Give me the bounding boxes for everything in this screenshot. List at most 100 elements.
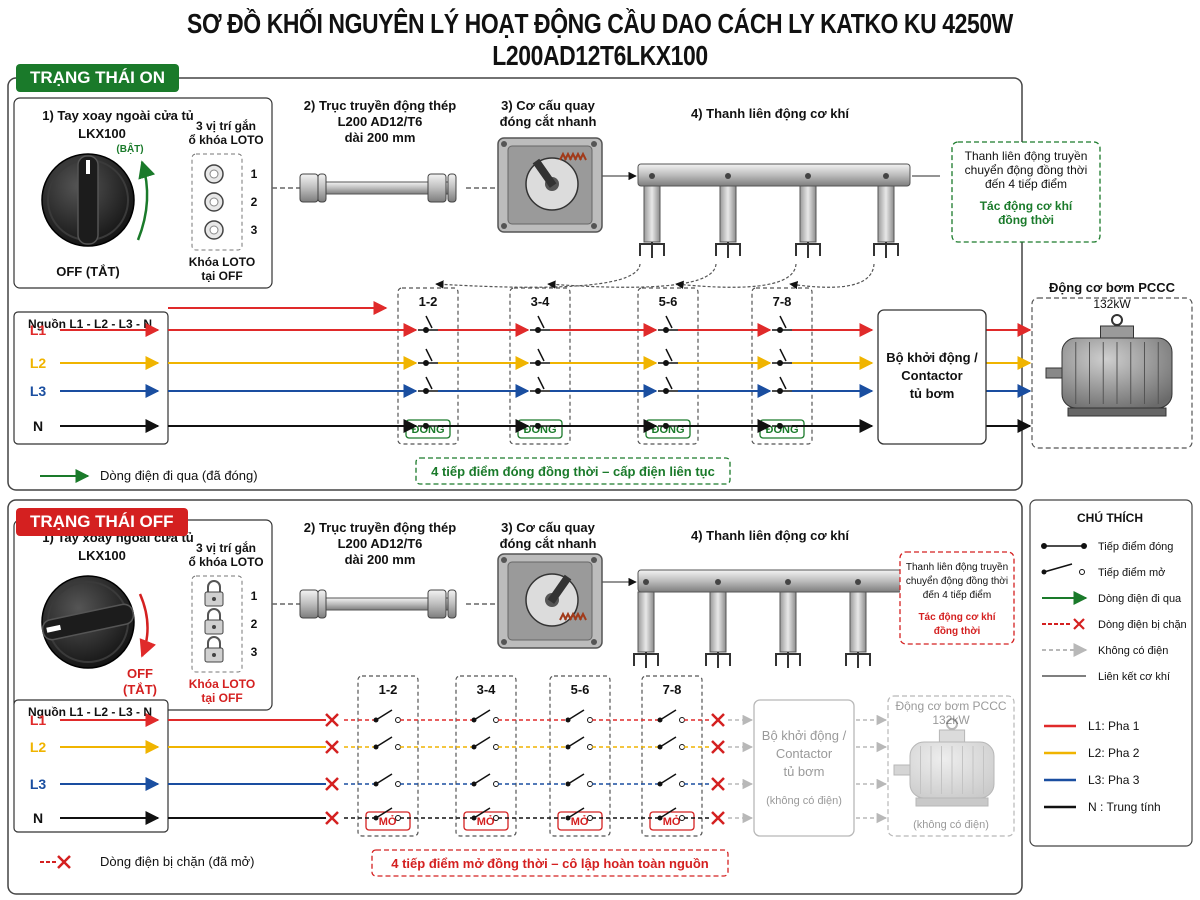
contact-label: 1-2 xyxy=(379,682,398,697)
on-panel-frame xyxy=(7,77,1023,491)
loto-box xyxy=(191,153,243,251)
starter-label-3: tủ bơm xyxy=(910,386,955,401)
padlock-keyhole xyxy=(212,653,216,657)
contact-dot-open xyxy=(493,815,499,821)
shaft-coupling-icon xyxy=(447,173,457,203)
contact-blade xyxy=(425,315,433,329)
screw-icon xyxy=(501,141,507,147)
motor-eyebolt xyxy=(946,718,958,730)
interlock-arm-icon xyxy=(877,185,895,243)
off-position-label: OFF (TẮT) xyxy=(56,264,120,279)
padlock-shackle xyxy=(207,636,221,648)
contact-dot xyxy=(777,360,783,366)
contact-frame-5-6 xyxy=(549,675,611,837)
loto-box xyxy=(191,575,243,673)
shaft-title: 2) Trục truyền động thép xyxy=(304,520,456,535)
motor-terminal-box xyxy=(1100,325,1134,339)
mech-link-arrow xyxy=(547,263,717,289)
loto-note: Khóa LOTO xyxy=(189,677,255,691)
phase-legend-label: N : Trung tính xyxy=(1088,800,1161,814)
contact-dot xyxy=(423,360,429,366)
interlock-arm-icon xyxy=(709,591,727,653)
contact-state-label: MỞ xyxy=(663,815,682,828)
contact-blade xyxy=(537,315,545,329)
spring-icon xyxy=(579,151,587,161)
loto-hole-inner xyxy=(209,225,219,235)
motor-eyebolt xyxy=(1111,314,1123,326)
summary-box xyxy=(415,457,731,485)
contact-dot-open xyxy=(679,815,685,821)
legend-item-label: Dòng điện bị chặn xyxy=(1098,619,1187,631)
source-label: Nguồn L1 - L2 - L3 - N xyxy=(28,317,152,331)
interlock-arm-icon xyxy=(799,185,817,243)
contact-dot xyxy=(535,388,541,394)
off-state-header: TRẠNG THÁI OFF xyxy=(16,508,188,536)
phase-legend-label: L3: Pha 3 xyxy=(1088,773,1140,787)
mechanism-arm xyxy=(547,574,572,604)
open-contact-icon xyxy=(659,807,677,819)
shaft-coupling-icon xyxy=(317,173,327,203)
contact-dot-open xyxy=(587,717,593,723)
loto-position-number: 3 xyxy=(251,223,258,237)
contact-label: 1-2 xyxy=(419,294,438,309)
screw-icon xyxy=(501,639,507,645)
starter-label-3: tủ bơm xyxy=(783,764,824,779)
open-contact-icon xyxy=(659,773,677,785)
contact-dot-open xyxy=(395,781,401,787)
contact-blade xyxy=(425,376,433,390)
starter-no-power: (không có điện) xyxy=(766,795,842,807)
note-emphasis-2: đồng thời xyxy=(998,213,1054,227)
loto-position-number: 3 xyxy=(251,645,258,659)
contact-frame-7-8 xyxy=(751,287,813,445)
starter-label-2: Contactor xyxy=(776,746,833,761)
screw-icon xyxy=(591,639,597,645)
contact-dot-open xyxy=(395,815,401,821)
shaft-length: dài 200 mm xyxy=(345,130,416,145)
flow-legend-label: Dòng điện đi qua (đã đóng) xyxy=(100,468,258,483)
note-emphasis-2: đồng thời xyxy=(934,625,981,637)
blocked-x-icon xyxy=(711,811,725,825)
contact-state-label: MỞ xyxy=(379,815,398,828)
motor-power: 132kW xyxy=(1093,297,1131,311)
source-box xyxy=(13,699,169,833)
mech-title: 3) Cơ cấu quay xyxy=(501,520,596,535)
contact-blade xyxy=(537,376,545,390)
open-contact-icon xyxy=(659,736,677,748)
on-position-label: (BẬT) xyxy=(116,142,143,155)
motor-body xyxy=(909,741,995,799)
legend-item-label: Liên kết cơ khí xyxy=(1098,671,1170,683)
note-line: chuyển động đồng thời xyxy=(965,163,1088,177)
legend-dot xyxy=(1079,569,1085,575)
contact-blade xyxy=(779,376,787,390)
open-contact-icon xyxy=(567,807,585,819)
contact-dot xyxy=(535,360,541,366)
contact-frame-3-4 xyxy=(509,287,571,445)
screw-icon xyxy=(591,557,597,563)
screw-icon xyxy=(501,557,507,563)
note-line: Thanh liên động truyền xyxy=(906,561,1008,573)
blocked-x-icon xyxy=(325,811,339,825)
interlock-note-box xyxy=(951,141,1101,243)
open-contact-icon xyxy=(473,773,491,785)
screw-icon xyxy=(591,141,597,147)
legend-dot xyxy=(1081,543,1087,549)
bar-pin-icon xyxy=(643,579,649,585)
bar-pin-icon xyxy=(805,173,811,179)
motor-feet xyxy=(1067,407,1167,417)
source-label: Nguồn L1 - L2 - L3 - N xyxy=(28,705,152,719)
off-position-label: OFF xyxy=(127,666,153,681)
summary-box xyxy=(371,849,729,877)
loto-note-2: tại OFF xyxy=(201,269,242,283)
shaft-coupling-icon xyxy=(299,173,319,203)
contact-blade xyxy=(779,315,787,329)
contact-dot xyxy=(777,423,783,429)
contact-label: 3-4 xyxy=(531,294,551,309)
open-contact-icon xyxy=(659,709,677,721)
blocked-x-icon xyxy=(325,713,339,727)
padlock-keyhole xyxy=(212,597,216,601)
rotate-arrow-icon xyxy=(136,160,156,241)
starter-label: Bộ khởi động / xyxy=(762,728,847,743)
blocked-x-icon xyxy=(711,740,725,754)
phase-label-L3: L3 xyxy=(30,776,47,792)
contact-dot-open xyxy=(587,781,593,787)
